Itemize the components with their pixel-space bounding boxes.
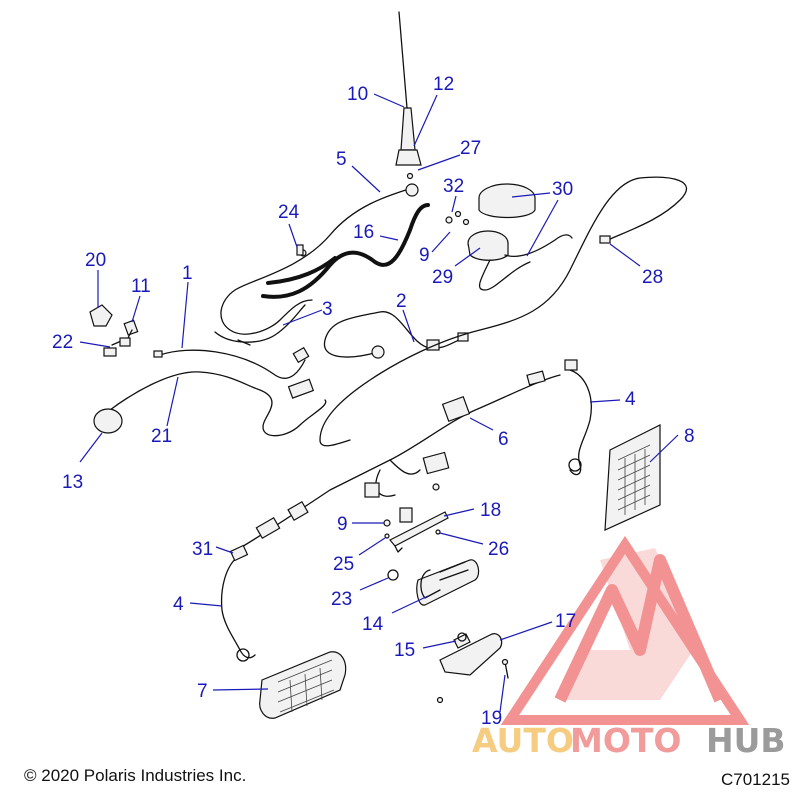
- callout-23: 23: [331, 589, 352, 610]
- bolt-24: [296, 244, 304, 256]
- watermark-hub: HUB: [706, 721, 786, 760]
- callout-4-right: 4: [625, 389, 636, 410]
- callout-12: 12: [433, 74, 454, 95]
- copyright-text: © 2020 Polaris Industries Inc.: [24, 766, 247, 785]
- callout-22: 22: [52, 332, 73, 353]
- cable-28: [319, 176, 688, 447]
- mount-14: [387, 559, 480, 606]
- diagram-code: C701215: [720, 770, 790, 789]
- callout-17: 17: [555, 611, 576, 632]
- callout-29: 29: [432, 267, 453, 288]
- callout-labels: 10 12 5 27 32 30 24 16 9 29 28 20 11 1 3…: [52, 74, 695, 729]
- callout-32: 32: [443, 176, 464, 197]
- callout-3: 3: [322, 299, 333, 320]
- callout-16: 16: [353, 222, 374, 243]
- ground-cable: [261, 203, 430, 299]
- watermark-logo: AUTO MOTO HUB: [472, 535, 786, 760]
- callout-10: 10: [347, 84, 368, 105]
- callout-21: 21: [151, 426, 172, 447]
- callout-26: 26: [488, 539, 509, 560]
- callout-25: 25: [333, 554, 354, 575]
- microphone: [93, 408, 123, 434]
- callout-9-bottom: 9: [337, 514, 348, 535]
- connectors-left: [89, 304, 139, 357]
- speaker-cable-left: [220, 554, 256, 659]
- callout-18: 18: [480, 500, 501, 521]
- mic-cable: [109, 371, 327, 437]
- callout-15: 15: [394, 640, 415, 661]
- watermark-moto: MOTO: [570, 721, 681, 760]
- speaker-cable-right: [569, 369, 592, 476]
- callout-9-top: 9: [419, 245, 430, 266]
- callout-27: 27: [460, 138, 481, 159]
- callout-19: 19: [481, 708, 502, 729]
- callout-11: 11: [131, 276, 151, 297]
- callout-8: 8: [684, 426, 695, 447]
- module-30: [299, 183, 573, 291]
- callout-4-left: 4: [173, 594, 184, 615]
- bracket-18: [383, 483, 449, 553]
- callout-13: 13: [62, 472, 83, 493]
- bracket-17: [436, 632, 509, 704]
- antenna-cable: [220, 187, 413, 335]
- speaker-8: [604, 424, 661, 531]
- callout-14: 14: [362, 614, 384, 635]
- callout-2: 2: [396, 291, 407, 312]
- callout-1: 1: [182, 263, 193, 284]
- callout-31: 31: [192, 539, 213, 560]
- watermark-auto: AUTO: [472, 721, 574, 760]
- callout-7: 7: [197, 681, 208, 702]
- leader-lines: [79, 93, 679, 713]
- callout-6: 6: [498, 429, 509, 450]
- harness-1: [159, 349, 306, 379]
- harness-2: [323, 311, 466, 358]
- callout-28: 28: [642, 267, 663, 288]
- harness-3: [214, 304, 306, 343]
- callout-20: 20: [85, 250, 106, 271]
- antenna: [395, 11, 422, 180]
- callout-30: 30: [552, 179, 573, 200]
- callout-5: 5: [336, 149, 347, 170]
- callout-24: 24: [278, 202, 300, 223]
- speaker-7: [259, 651, 347, 719]
